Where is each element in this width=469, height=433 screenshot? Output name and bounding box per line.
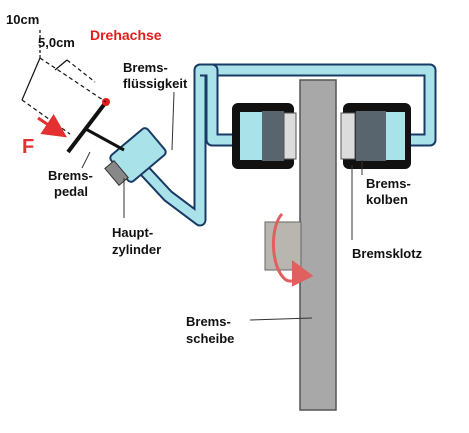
label-force: F [22, 136, 34, 158]
label-pad: Bremsklotz [352, 246, 423, 261]
brake-pedal-rod [83, 126, 125, 152]
label-master-line2: zylinder [112, 242, 161, 257]
label-pivot: Drehachse [90, 27, 162, 43]
rotation-arrow [271, 212, 314, 287]
right-caliper [340, 103, 411, 169]
fluid-line-left-branch [200, 65, 232, 145]
brake-disc [299, 79, 337, 411]
label-disc-line2: scheibe [186, 331, 234, 346]
label-piston-line1: Brems- [366, 176, 411, 191]
master-cylinder [104, 127, 167, 186]
leader-lines [81, 91, 363, 321]
label-master-line1: Haupt- [112, 225, 153, 240]
label-fluid-line2: flüssigkeit [123, 76, 188, 91]
label-pedal-line2: pedal [54, 184, 88, 199]
left-caliper [232, 103, 297, 169]
label-piston-line2: kolben [366, 192, 408, 207]
label-10cm: 10cm [6, 12, 39, 27]
label-pedal-line1: Brems- [48, 168, 93, 183]
label-fluid-line1: Brems- [123, 60, 168, 75]
wheel-hub [264, 221, 302, 271]
label-5cm: 5,0cm [38, 35, 75, 50]
force-arrow [37, 114, 67, 138]
brake-pedal-lever [66, 100, 108, 154]
label-disc-line1: Brems- [186, 314, 231, 329]
